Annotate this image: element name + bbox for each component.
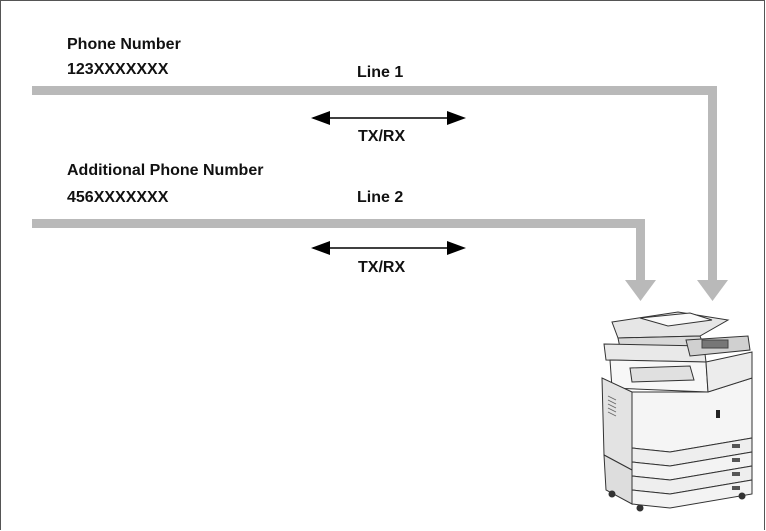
line-2-label: Line 2 bbox=[357, 189, 404, 206]
line-1-heading: Phone Number bbox=[67, 36, 181, 53]
line-2-txrx-label: TX/RX bbox=[358, 259, 406, 276]
line-1-txrx-label: TX/RX bbox=[358, 128, 406, 145]
line-2-heading: Additional Phone Number bbox=[67, 162, 264, 179]
line-1-phone-number: 123XXXXXXX bbox=[67, 61, 169, 78]
multifunction-printer-icon bbox=[601, 311, 753, 512]
line-1-label: Line 1 bbox=[357, 64, 404, 81]
line-2-path bbox=[32, 219, 656, 301]
line-1-txrx-arrow bbox=[311, 111, 466, 125]
line-1-path bbox=[32, 86, 728, 301]
line-2-phone-number: 456XXXXXXX bbox=[67, 189, 169, 206]
line-2-txrx-arrow bbox=[311, 241, 466, 255]
